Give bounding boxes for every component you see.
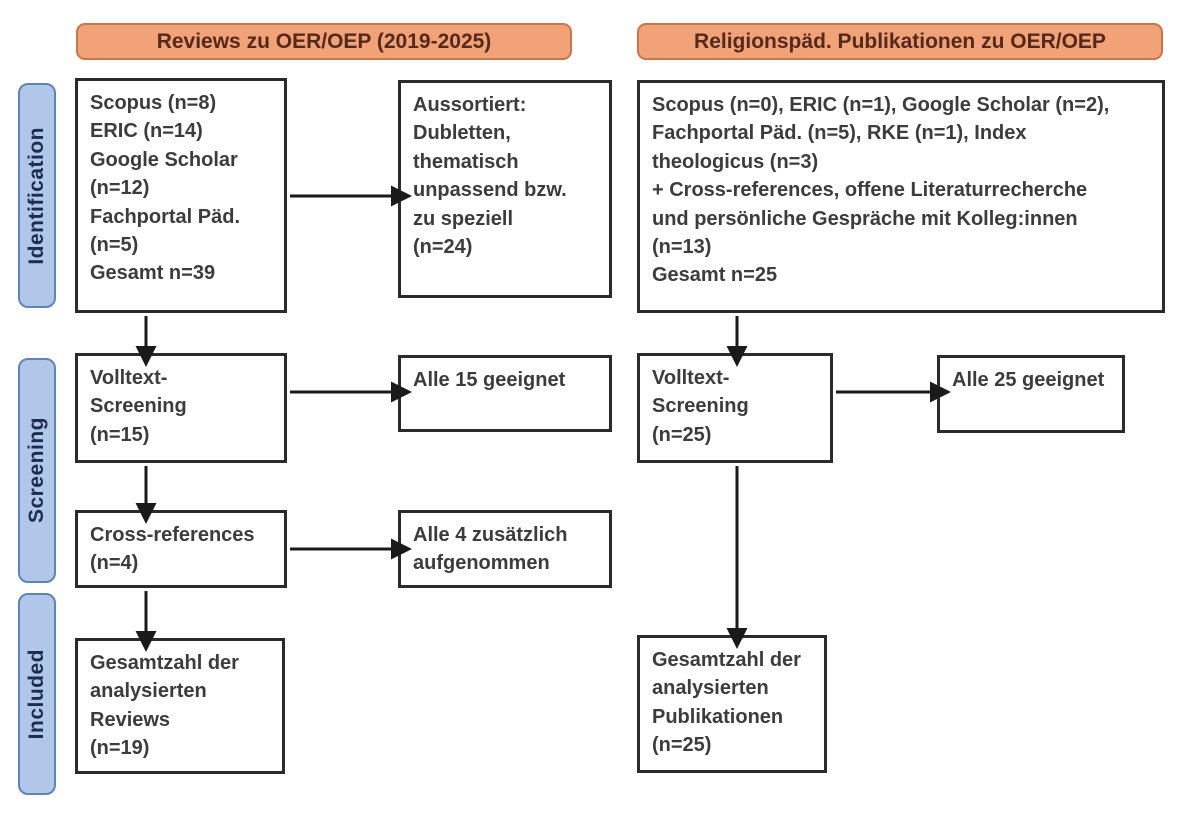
column-header-religionspaed: Religionspäd. Publikationen zu OER/OEP — [637, 23, 1163, 60]
box-left-cross-references: Cross-references (n=4) — [75, 510, 287, 588]
box-left-additionally-included: Alle 4 zusätzlich aufgenommen — [398, 510, 612, 588]
box-left-identification-sources: Scopus (n=8) ERIC (n=14) Google Scholar … — [75, 78, 287, 313]
box-right-identification-sources: Scopus (n=0), ERIC (n=1), Google Scholar… — [637, 80, 1165, 313]
box-left-all-eligible: Alle 15 geeignet — [398, 355, 612, 432]
column-header-reviews-label: Reviews zu OER/OEP (2019-2025) — [156, 29, 492, 53]
stage-label-included: Included — [18, 593, 56, 795]
box-left-fulltext-screening: Volltext- Screening (n=15) — [75, 353, 287, 463]
column-header-religionspaed-label: Religionspäd. Publikationen zu OER/OEP — [694, 29, 1106, 53]
column-header-reviews: Reviews zu OER/OEP (2019-2025) — [76, 23, 572, 60]
box-right-all-eligible: Alle 25 geeignet — [937, 355, 1125, 433]
box-right-fulltext-screening: Volltext- Screening (n=25) — [637, 353, 833, 463]
box-left-excluded-records: Aussortiert: Dubletten, thematisch unpas… — [398, 80, 612, 298]
stage-label-identification: Identification — [18, 83, 56, 308]
box-left-total-analyzed: Gesamtzahl der analysierten Reviews (n=1… — [75, 638, 285, 774]
stage-label-screening: Screening — [18, 358, 56, 583]
